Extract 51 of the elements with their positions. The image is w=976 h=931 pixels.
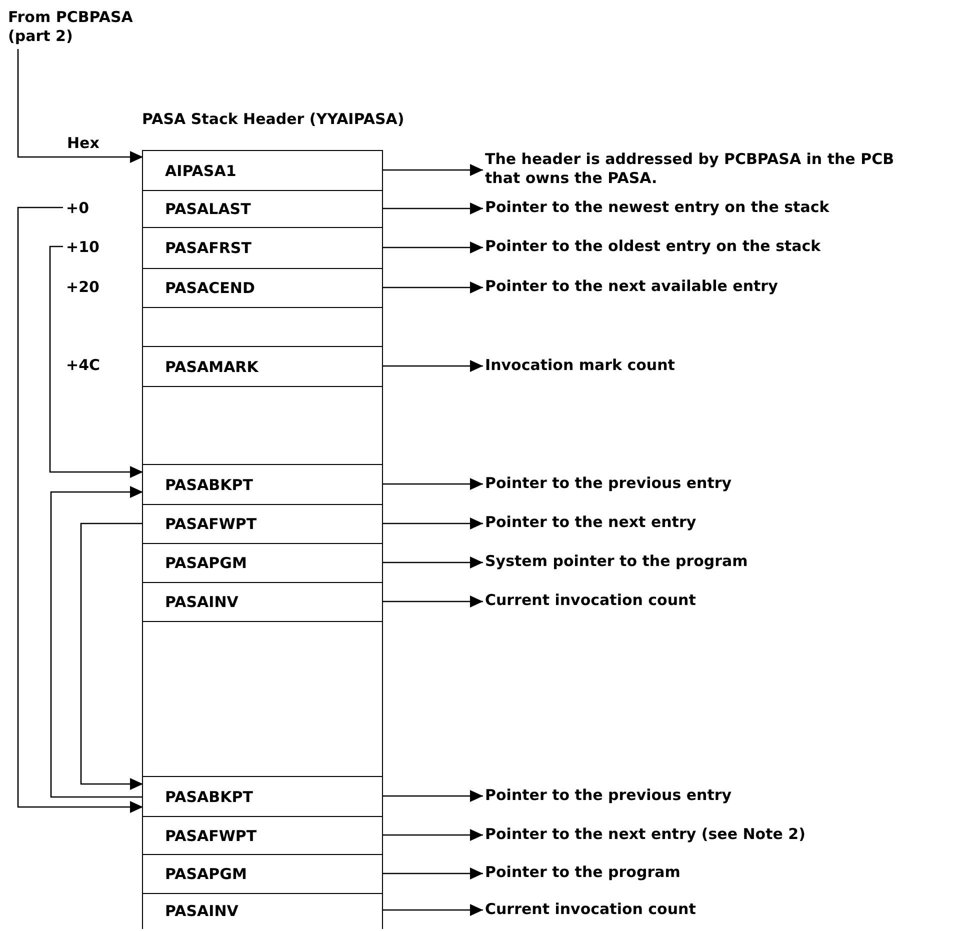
arrow: [382, 242, 483, 254]
offset-label: +20: [66, 278, 100, 296]
field-description: Invocation mark count: [485, 356, 965, 374]
field-description: Pointer to the next available entry: [485, 277, 965, 296]
field-description: The header is addressed by PCBPASA in the PCB that owns the PASA.: [485, 150, 925, 188]
arrow: [50, 486, 143, 798]
offset-label: +10: [66, 238, 100, 256]
field-row: PASACEND: [143, 268, 382, 307]
source-label: From PCBPASA (part 2): [8, 8, 158, 46]
field-description: System pointer to the program: [485, 552, 965, 571]
arrow: [17, 206, 143, 813]
field-description: Pointer to the previous entry: [485, 474, 965, 492]
field-row: PASAPGM: [143, 543, 382, 582]
stack-heading: PASA Stack Header (YYAIPASA): [142, 110, 404, 128]
arrow: [382, 829, 483, 841]
field-description: Pointer to the oldest entry on the stack: [485, 237, 965, 256]
arrow: [382, 202, 483, 214]
field-row: PASABKPT: [143, 776, 382, 816]
field-description: Pointer to the newest entry on the stack: [485, 198, 965, 217]
field-row: PASAINV: [143, 582, 382, 621]
offset-label: +4C: [66, 356, 100, 374]
arrow: [49, 246, 143, 478]
arrow: [17, 49, 143, 163]
field-row: PASAPGM: [143, 854, 382, 893]
field-row: PASALAST: [143, 190, 382, 227]
offset-label: +0: [66, 198, 90, 216]
arrow: [382, 282, 483, 294]
arrow: [382, 518, 483, 530]
arrow: [382, 790, 483, 802]
arrow: [382, 556, 483, 568]
field-row: PASAMARK: [143, 346, 382, 386]
field-row: PASAINV: [143, 893, 382, 927]
field-description: Pointer to the previous entry: [485, 786, 965, 804]
field-description: Pointer to the next entry: [485, 513, 965, 532]
field-description: Pointer to the next entry (see Note 2): [485, 824, 965, 844]
field-row: PASAFWPT: [143, 504, 382, 543]
field-row: PASAFWPT: [143, 816, 382, 854]
field-row: PASAFRST: [143, 227, 382, 268]
arrow: [382, 164, 483, 176]
arrow: [382, 904, 483, 916]
arrow: [382, 360, 483, 372]
arrow: [382, 868, 483, 880]
arrow: [382, 596, 483, 608]
column-heading: Hex: [67, 134, 100, 152]
arrow: [80, 522, 143, 790]
field-description: Current invocation count: [485, 591, 965, 610]
field-row: AIPASA1: [143, 150, 382, 190]
field-description: Current invocation count: [485, 900, 965, 918]
arrow: [382, 478, 483, 490]
field-description: Pointer to the program: [485, 863, 965, 882]
field-row: PASABKPT: [143, 464, 382, 504]
